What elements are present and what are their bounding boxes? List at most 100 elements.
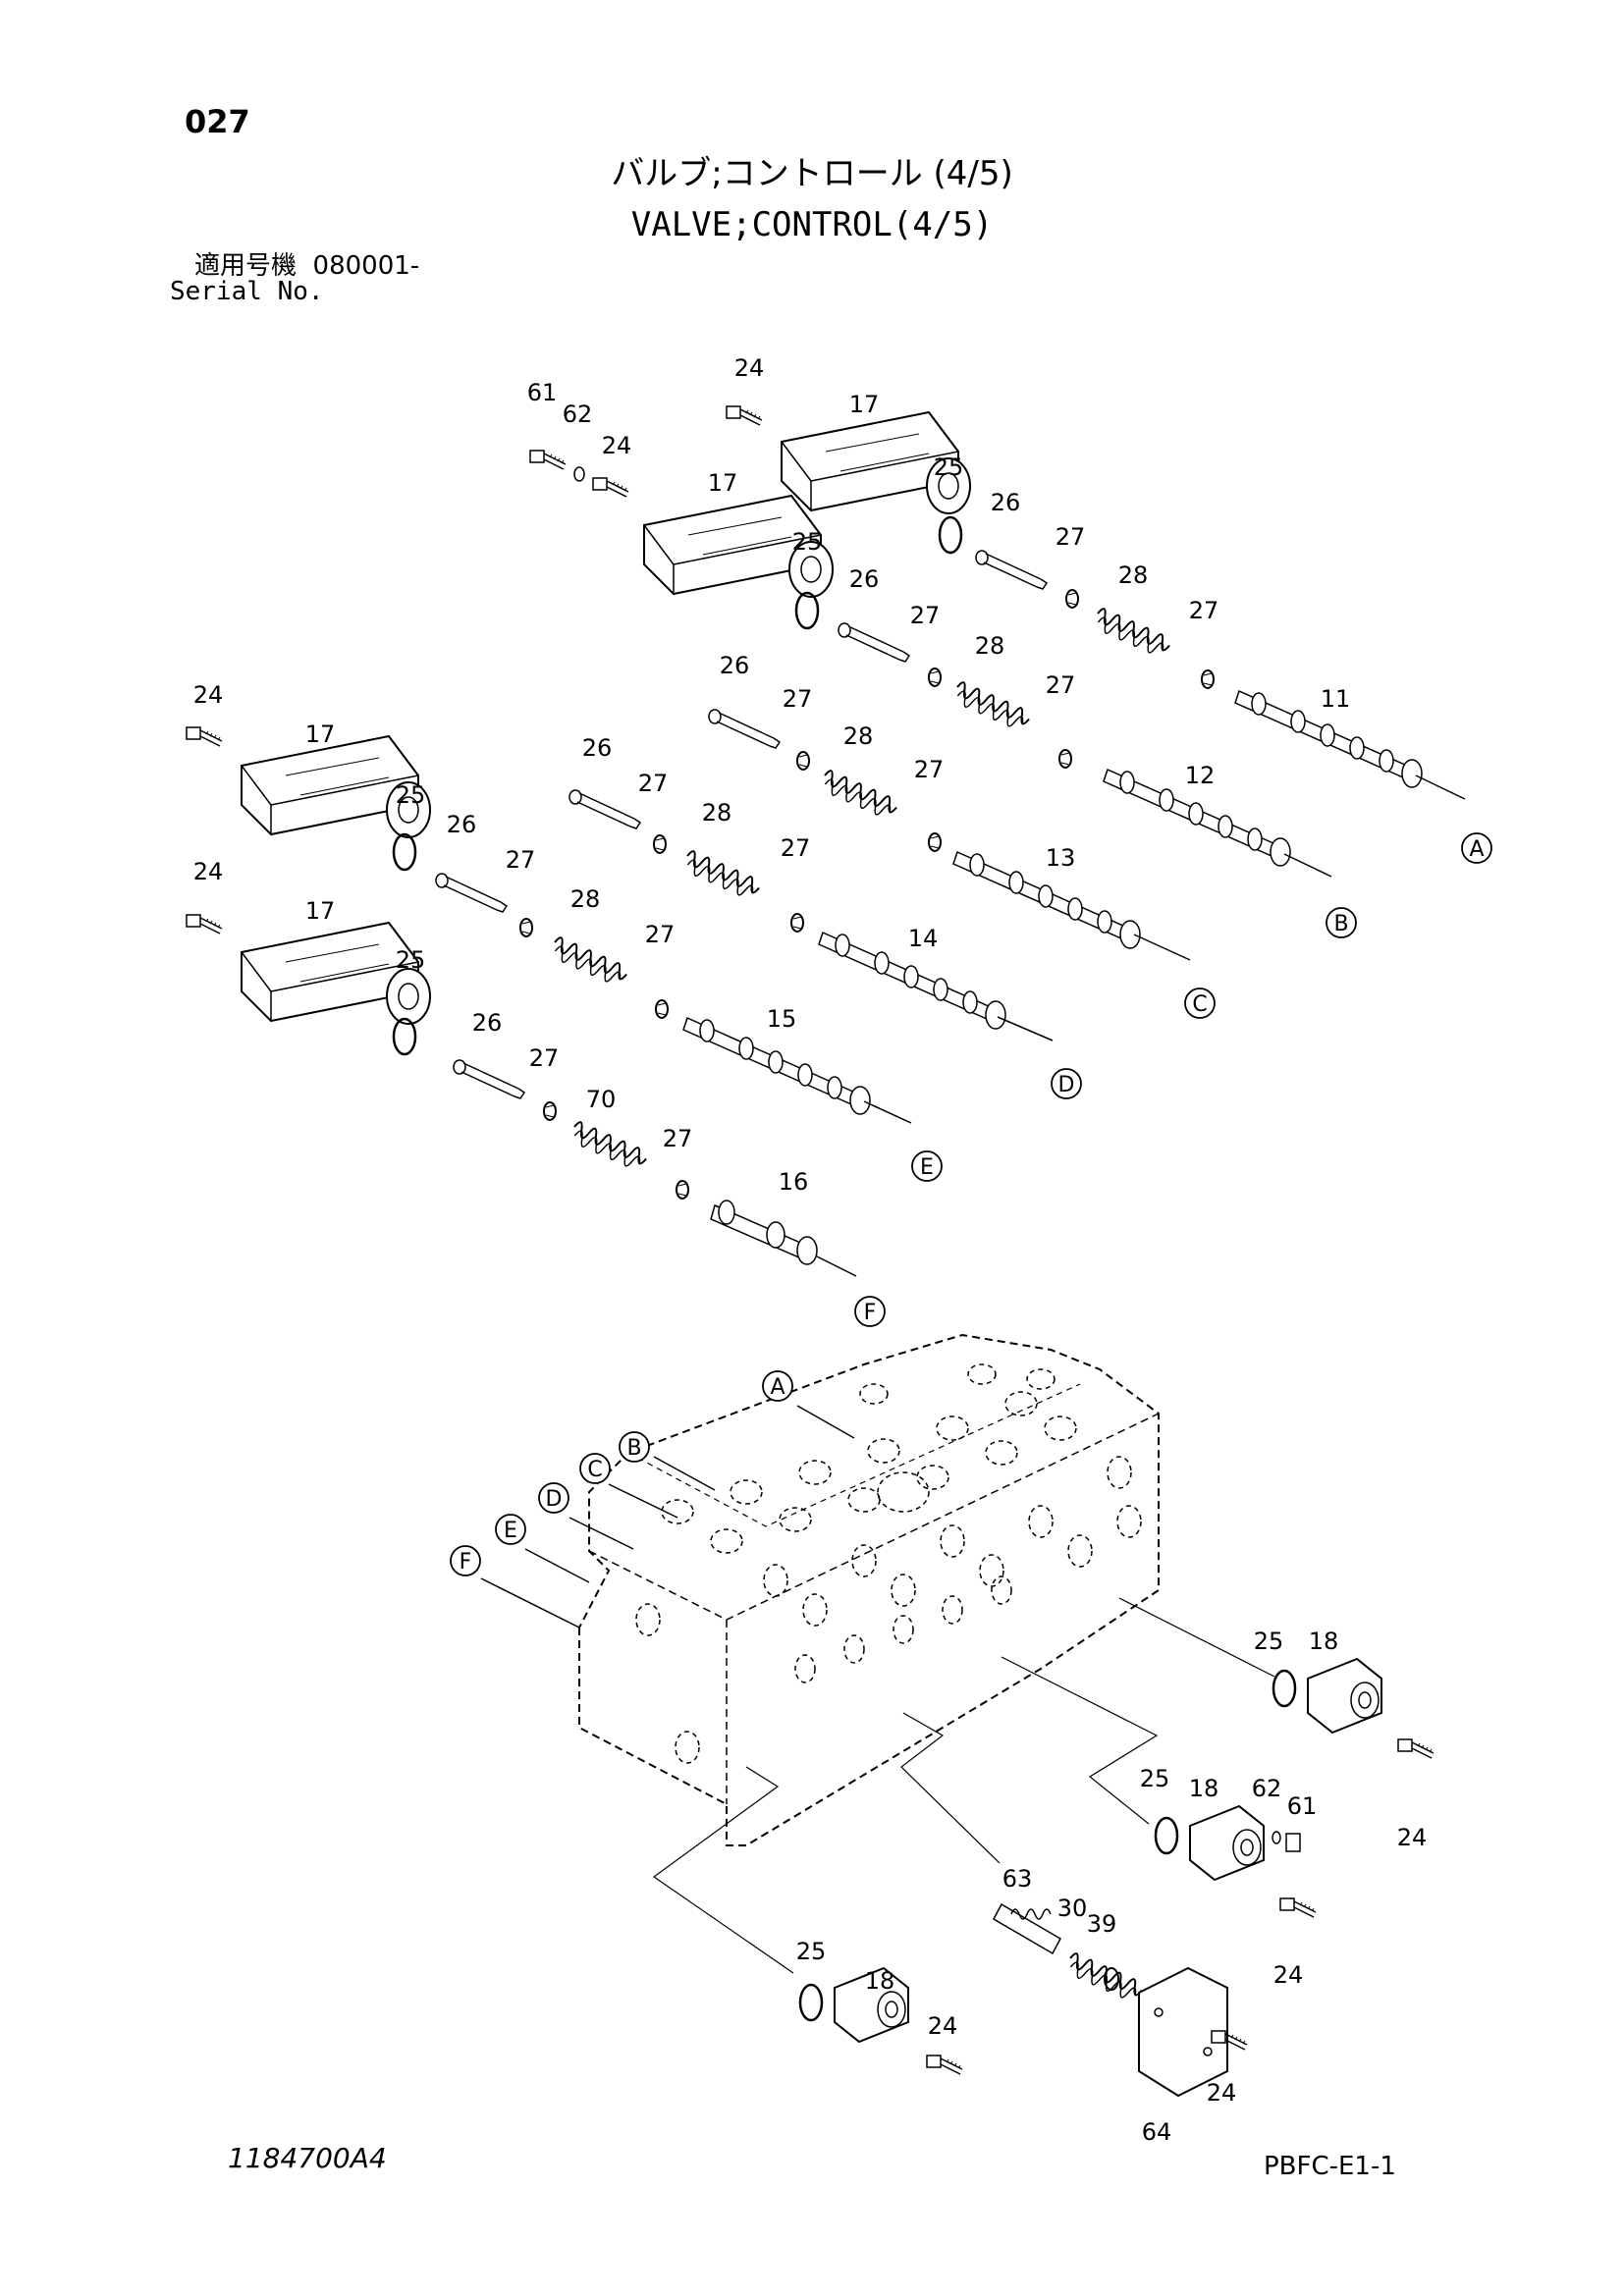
washer-27 [928,832,942,852]
serial-label-english: Serial No. [170,277,324,306]
part-callout-70: 70 [586,1086,617,1113]
part-callout-17: 17 [708,469,738,497]
connection-marker-e: E [495,1514,526,1545]
part-callout-27: 27 [1046,671,1076,699]
connection-marker-label: A [1469,837,1484,862]
end-cap-18 [1307,1658,1382,1734]
part-callout-13: 13 [1046,844,1076,872]
part-callout-25: 25 [396,946,426,974]
connection-marker-b: B [619,1431,650,1463]
part-callout-28: 28 [702,799,732,827]
end-cap-18 [1189,1805,1265,1881]
connection-marker-c: C [579,1453,611,1484]
part-callout-12: 12 [1185,762,1216,789]
o-ring-25 [938,515,963,555]
bolt-24 [1279,1897,1317,1918]
pin-26 [453,1059,525,1099]
drawing-number: 1184700A4 [228,2142,387,2174]
part-callout-17: 17 [305,897,336,925]
part-callout-17: 17 [849,391,880,418]
connection-marker-label: D [546,1487,563,1512]
bolt-24 [1397,1738,1435,1759]
cover-plate-64 [1138,1966,1228,2098]
spool-16-land [718,1200,735,1225]
part-callout-63: 63 [1002,1865,1033,1893]
part-callout-24: 24 [602,432,632,459]
part-callout-18: 18 [865,1967,895,1995]
part-callout-24: 24 [928,2012,958,2040]
part-callout-28: 28 [975,632,1005,660]
part-callout-14: 14 [908,925,939,952]
pin-26 [708,709,781,749]
part-callout-27: 27 [645,921,676,948]
connection-marker-label: C [1192,992,1207,1017]
part-callout-18: 18 [1189,1775,1219,1802]
connection-marker-f: F [450,1545,481,1576]
connection-marker-b: B [1326,907,1357,938]
part-callout-24: 24 [193,681,224,709]
part-callout-27: 27 [910,602,941,629]
connection-marker-label: B [1333,912,1348,936]
o-ring-39 [1104,1967,1119,1991]
pin-26 [568,789,641,829]
washer-27 [796,751,810,771]
connection-marker-d: D [538,1482,569,1514]
pin-26 [435,873,508,913]
o-ring-25 [794,591,820,630]
bolt-24 [186,914,223,934]
valve-body [578,1333,1160,1846]
pin-26 [975,550,1048,590]
connection-marker-label: F [864,1301,877,1325]
part-callout-26: 26 [991,489,1021,516]
valve-body-ports [635,1363,1142,1764]
washer-27 [655,999,669,1019]
o-ring-25 [392,832,417,872]
part-callout-25: 25 [1254,1628,1284,1655]
part-callout-25: 25 [1140,1765,1170,1792]
part-callout-24: 24 [1207,2079,1237,2107]
part-callout-61: 61 [527,379,558,406]
o-ring-62 [573,466,585,482]
part-callout-15: 15 [767,1005,797,1033]
o-ring-25 [798,1983,824,2022]
title-japanese: バルブ;コントロール (4/5) [611,154,1013,193]
connection-marker-d: D [1051,1068,1082,1099]
spring-70 [570,1119,650,1172]
connection-marker-f: F [854,1296,886,1327]
part-callout-26: 26 [447,811,477,838]
washer-27 [790,913,804,933]
o-ring-25 [1154,1816,1179,1855]
part-callout-11: 11 [1321,685,1351,713]
washer-27 [519,918,533,937]
part-callout-61: 61 [1287,1792,1318,1820]
part-callout-30: 30 [1057,1895,1088,1922]
o-ring-62 [1272,1831,1281,1844]
spring-28 [821,768,900,821]
connection-marker-label: D [1058,1073,1075,1097]
part-callout-27: 27 [781,834,811,862]
part-callout-24: 24 [734,354,765,382]
part-callout-17: 17 [305,721,336,748]
connection-marker-label: A [770,1375,785,1400]
page-number: 027 [185,103,250,140]
spool-16-land [796,1236,818,1265]
part-callout-16: 16 [779,1168,809,1196]
part-callout-27: 27 [506,846,536,874]
part-callout-26: 26 [582,734,613,762]
connection-marker-label: C [587,1458,602,1482]
part-callout-25: 25 [792,528,823,556]
part-callout-39: 39 [1087,1910,1117,1938]
cap-61 [529,450,567,470]
connection-marker-e: E [911,1150,943,1182]
washer-27 [1065,589,1079,609]
spool-16-land [766,1221,785,1249]
part-callout-28: 28 [570,885,601,913]
part-callout-24: 24 [1397,1824,1428,1851]
part-callout-24: 24 [193,858,224,885]
part-callout-27: 27 [914,756,945,783]
page-code: PBFC-E1-1 [1264,2152,1396,2181]
bolt-24 [926,2055,963,2075]
relief-valve-63 [992,1902,1062,1955]
part-callout-18: 18 [1309,1628,1339,1655]
